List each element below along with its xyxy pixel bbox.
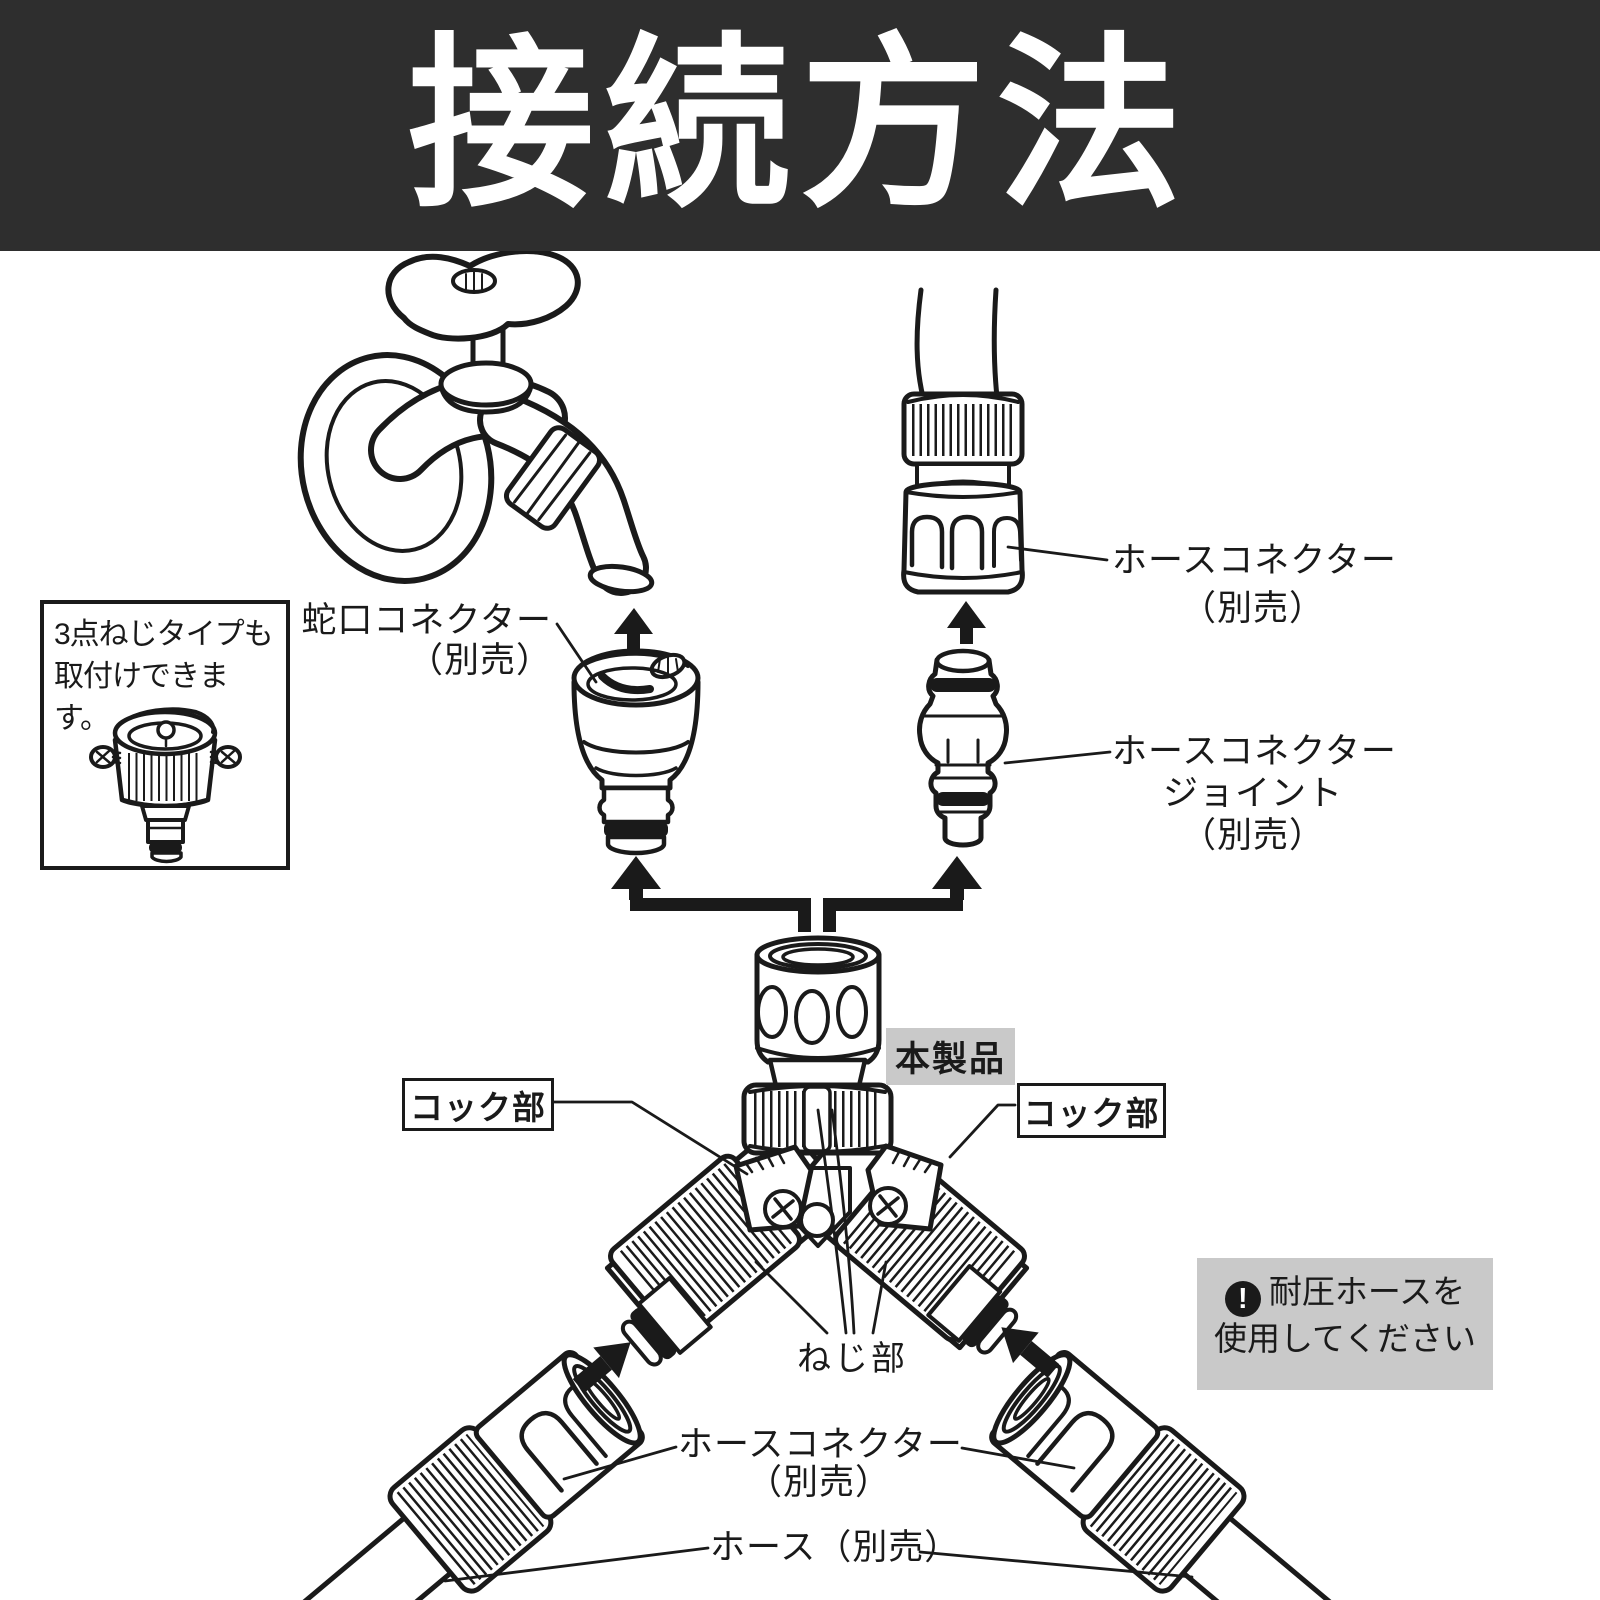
faucet-connector-label-line2: （別売） <box>407 641 552 680</box>
hose-connector-top-label-line2: （別売） <box>1180 589 1325 628</box>
hose-connector-joint-label-line3: （別売） <box>1180 816 1325 855</box>
up-arrow-icon <box>947 601 986 644</box>
hose-connector-joint-label: ホースコネクター ジョイント （別売） <box>1112 731 1397 857</box>
hose-connector-joint-illustration <box>917 648 1009 848</box>
info-box-line1: 3点ねじタイプも <box>54 618 274 651</box>
hose-connector-joint-label-line1: ホースコネクター <box>1112 732 1397 771</box>
screw-part-label: ねじ部 <box>797 1340 908 1378</box>
product-illustration <box>604 935 1030 1367</box>
warning-line1: !耐圧ホースを <box>1197 1270 1493 1317</box>
page-title: 接続方法 <box>407 21 1192 229</box>
warning-line1-text: 耐圧ホースを <box>1268 1273 1466 1310</box>
hose-connector-bottom-label-line2: （別売） <box>746 1463 891 1502</box>
hose-connector-bottom-right-illustration <box>989 1350 1392 1600</box>
cock-part-label-right: コック部 <box>1017 1083 1166 1138</box>
faucet-illustration <box>297 248 655 596</box>
hose-connector-bottom-label: ホースコネクター （別売） <box>678 1425 963 1502</box>
hose-label: ホース（別売） <box>710 1528 961 1567</box>
warning-line2: 使用してください <box>1213 1320 1477 1357</box>
hose-connector-top-label-line1: ホースコネクター <box>1112 541 1397 580</box>
title-banner: 接続方法 <box>0 0 1600 251</box>
branch-flow-lines <box>611 856 982 932</box>
diagonal-arrow-icon <box>572 1342 631 1393</box>
up-arrow-icon <box>614 608 653 652</box>
cock-part-label-left: コック部 <box>402 1078 554 1131</box>
hose-connector-top-illustration <box>901 287 1025 595</box>
three-screw-info-box: 3点ねじタイプも 取付けできます。 <box>40 600 290 870</box>
faucet-connector-illustration <box>571 648 701 856</box>
hose-connector-joint-label-line2: ジョイント <box>1162 774 1343 813</box>
info-box-line2: 取付けできます。 <box>54 660 229 735</box>
pressure-hose-warning-box: !耐圧ホースを 使用してください <box>1197 1258 1493 1390</box>
three-screw-connector-illustration <box>89 707 242 864</box>
hose-connector-top-label: ホースコネクター （別売） <box>1112 541 1397 629</box>
diagonal-arrow-icon <box>1001 1327 1060 1378</box>
hose-connector-bottom-left-illustration <box>242 1350 645 1600</box>
hose-connector-bottom-label-line1: ホースコネクター <box>678 1425 963 1464</box>
faucet-connector-label: 蛇口コネクター （別売） <box>300 601 552 681</box>
pointer-lines <box>443 545 1194 1583</box>
exclamation-circle-icon: ! <box>1224 1281 1261 1317</box>
product-label: 本製品 <box>886 1028 1016 1085</box>
faucet-connector-label-line1: 蛇口コネクター <box>301 601 552 640</box>
